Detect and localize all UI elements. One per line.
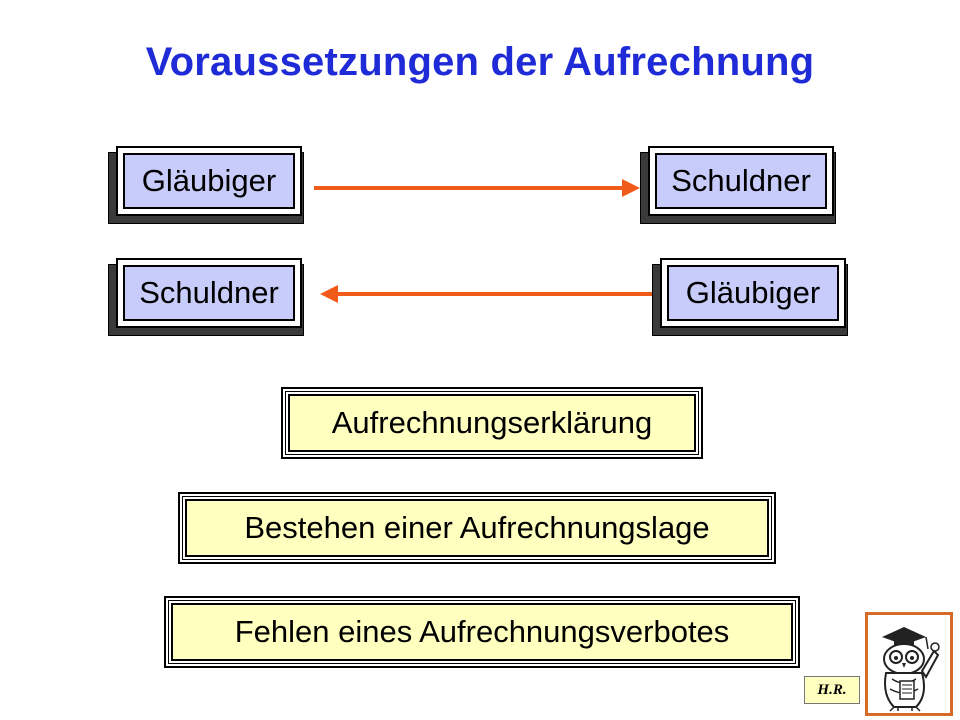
- party-box-row1-right: Schuldner: [640, 146, 836, 224]
- party-box-row1-left: Gläubiger: [108, 146, 304, 224]
- page-title: Voraussetzungen der Aufrechnung: [145, 40, 815, 84]
- requirement-box-declaration: Aufrechnungserklärung: [281, 387, 703, 459]
- party-label: Gläubiger: [123, 153, 295, 209]
- author-initials: H.R.: [804, 676, 860, 704]
- party-box-row2-right: Gläubiger: [652, 258, 848, 336]
- arrow-row2-left: [320, 285, 652, 303]
- party-box-row2-left: Schuldner: [108, 258, 304, 336]
- party-label: Schuldner: [655, 153, 827, 209]
- requirement-box-set-off-situation: Bestehen einer Aufrechnungslage: [178, 492, 776, 564]
- party-label: Gläubiger: [667, 265, 839, 321]
- party-label: Schuldner: [123, 265, 295, 321]
- owl-professor-icon: [865, 612, 953, 716]
- requirement-label: Fehlen eines Aufrechnungsverbotes: [171, 603, 793, 661]
- requirement-label: Bestehen einer Aufrechnungslage: [185, 499, 769, 557]
- requirement-box-no-prohibition: Fehlen eines Aufrechnungsverbotes: [164, 596, 800, 668]
- arrow-row1-right: [314, 179, 640, 197]
- requirement-label: Aufrechnungserklärung: [288, 394, 696, 452]
